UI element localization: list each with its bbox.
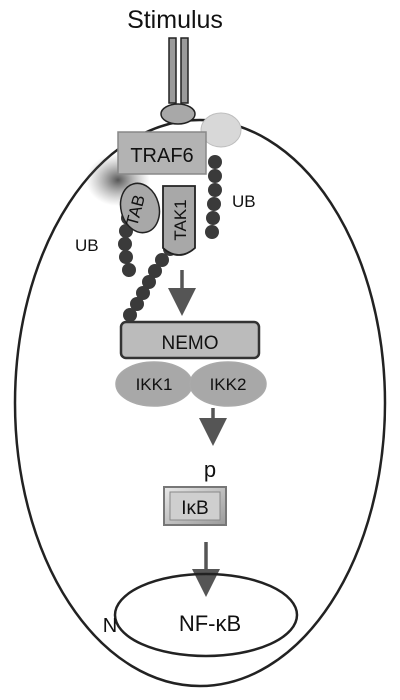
ikk1-protein: IKK1 <box>115 361 193 407</box>
ubiquitin-chain-right <box>205 155 222 239</box>
ub-label-left: UB <box>75 236 99 255</box>
ikk1-label: IKK1 <box>136 375 173 394</box>
ikk2-protein: IKK2 <box>189 361 267 407</box>
tak1-protein: TAK1 <box>162 185 196 256</box>
nucleus-label: N <box>103 615 117 637</box>
ikb-label: IκB <box>181 498 208 519</box>
cell-membrane <box>13 118 387 688</box>
traf6-label: TRAF6 <box>130 145 193 167</box>
stimulus-label: Stimulus <box>127 6 223 34</box>
adaptor-sphere <box>200 112 242 148</box>
phospho-label: p <box>204 457 216 482</box>
receptor <box>160 37 196 125</box>
nemo-label: NEMO <box>162 333 219 354</box>
ub-label-right: UB <box>232 192 256 211</box>
tab-protein: TAB <box>119 182 161 234</box>
ikk2-label: IKK2 <box>210 375 247 394</box>
tak1-label: TAK1 <box>171 199 190 240</box>
nucleus <box>113 572 299 658</box>
nemo-protein: NEMO <box>119 320 261 360</box>
traf6-protein: TRAF6 <box>117 131 207 175</box>
nfkb-label: NF-κB <box>179 611 241 636</box>
ikb-protein: IκB <box>163 486 227 526</box>
